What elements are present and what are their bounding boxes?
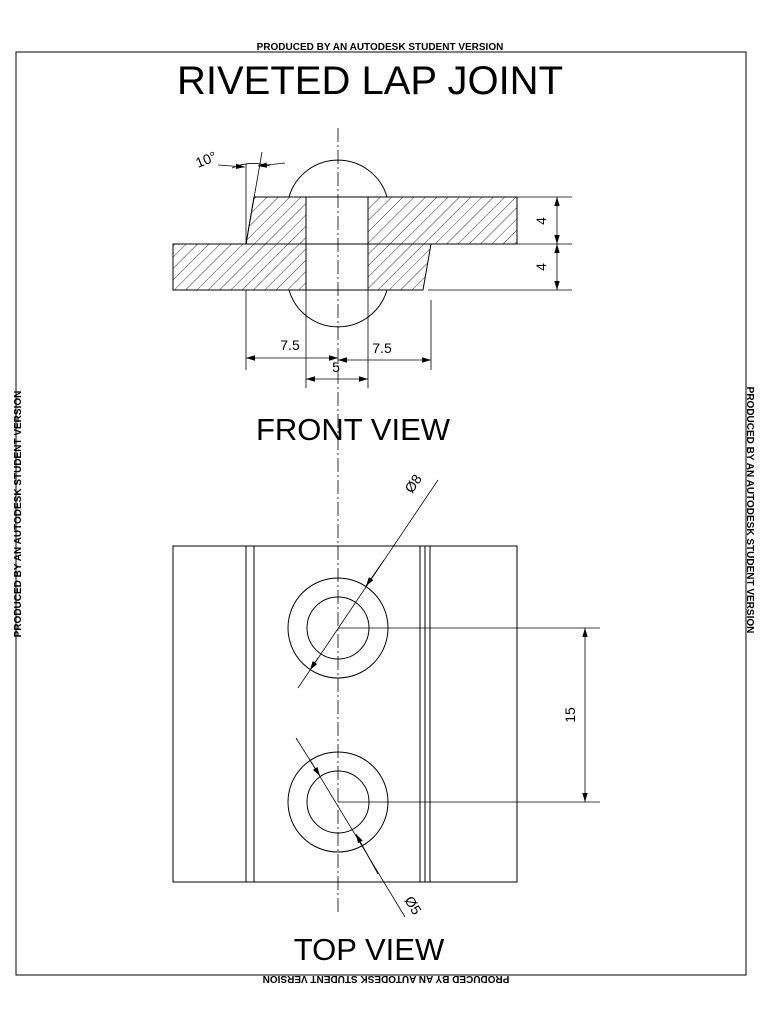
hole-width-label: 5 xyxy=(332,359,340,375)
rivet-diameter-label: Ø5 xyxy=(401,893,425,917)
top-plate-left xyxy=(245,196,307,245)
page-title: RIVETED LAP JOINT xyxy=(177,59,563,103)
rivet-head-bottom xyxy=(288,289,388,328)
rivet-diameter-arrow-2 xyxy=(355,833,379,875)
rivet-diameter-arrow-1 xyxy=(295,737,321,777)
rivet-head-top xyxy=(288,159,388,198)
angle-arrow-right xyxy=(257,162,286,168)
front-view: 10° 4 4 7.5 7.5 5 FRONT VIEW xyxy=(172,148,572,447)
bottom-plate-left xyxy=(172,243,307,291)
watermark-right: PRODUCED BY AN AUTODESK STUDENT VERSION xyxy=(744,387,755,634)
angle-arc xyxy=(231,163,271,169)
watermark-bottom: PRODUCED BY AN AUTODESK STUDENT VERSION xyxy=(263,973,510,984)
watermark-left: PRODUCED BY AN AUTODESK STUDENT VERSION xyxy=(13,391,24,638)
right-offset-label: 7.5 xyxy=(372,340,392,356)
head-diameter-arrow-1 xyxy=(365,559,385,587)
angle-arrow-left xyxy=(217,163,246,170)
pitch-label: 15 xyxy=(562,707,578,723)
thickness-top-label: 4 xyxy=(533,217,549,225)
head-diameter-label: Ø8 xyxy=(401,471,425,496)
thickness-bottom-label: 4 xyxy=(533,263,549,271)
watermark-top: PRODUCED BY AN AUTODESK STUDENT VERSION xyxy=(257,42,504,53)
plate-outline xyxy=(172,545,518,883)
top-view: Ø8 Ø5 15 TOP VIEW xyxy=(172,471,600,967)
head-diameter-arrow-2 xyxy=(309,657,319,671)
top-view-label: TOP VIEW xyxy=(294,932,445,967)
front-view-label: FRONT VIEW xyxy=(256,412,451,447)
angle-label: 10° xyxy=(193,148,219,171)
head-diameter-leader xyxy=(297,479,439,689)
bottom-plate-right xyxy=(367,243,432,291)
left-offset-label: 7.5 xyxy=(280,337,300,353)
rivet-diameter-leader xyxy=(309,759,406,918)
sheet-border xyxy=(15,51,747,976)
top-plate-right xyxy=(367,196,518,245)
